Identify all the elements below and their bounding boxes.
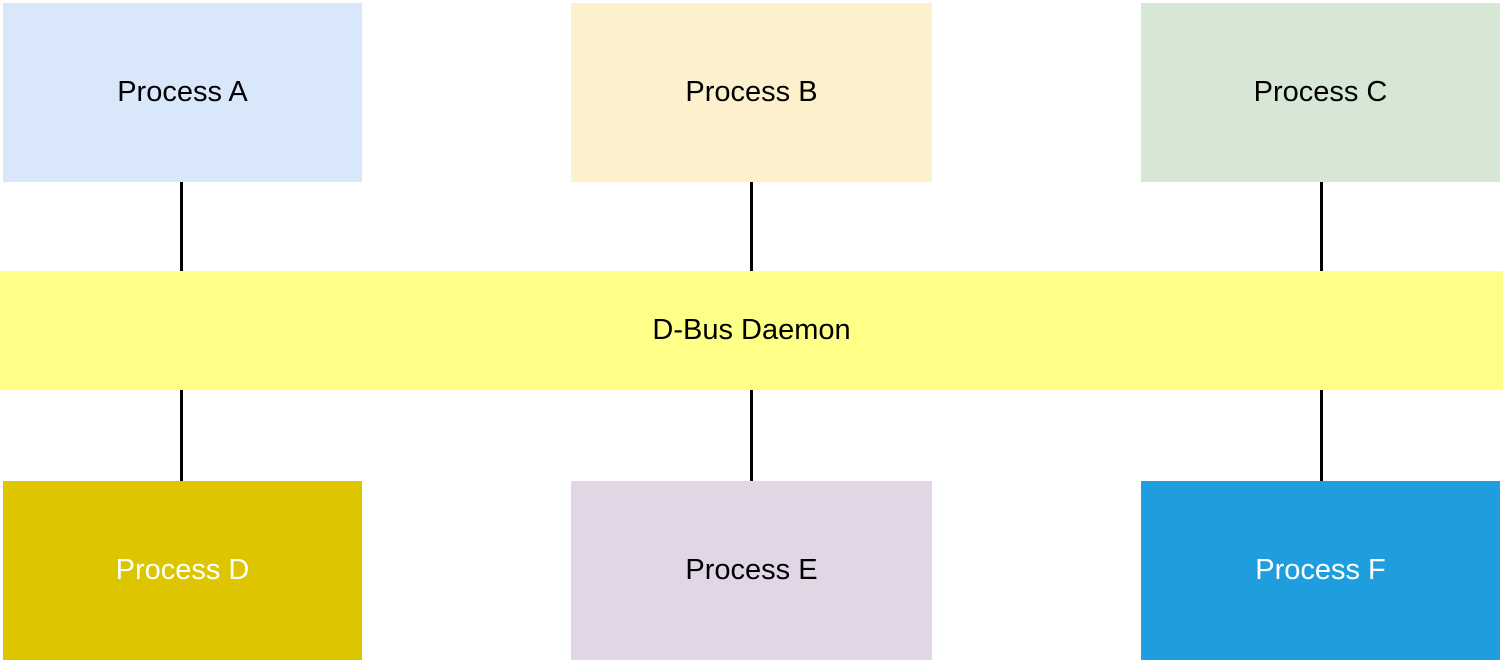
connector-process-b-daemon: [750, 182, 753, 271]
process-f-label: Process F: [1255, 554, 1386, 586]
process-b-node: Process B: [571, 3, 932, 182]
dbus-daemon-label: D-Bus Daemon: [652, 314, 851, 346]
connector-process-c-daemon: [1320, 182, 1323, 271]
process-c-label: Process C: [1253, 76, 1388, 108]
connector-daemon-process-e: [750, 390, 753, 481]
process-f-node: Process F: [1141, 481, 1500, 660]
process-e-node: Process E: [571, 481, 932, 660]
process-a-label: Process A: [117, 76, 248, 108]
process-e-label: Process E: [685, 554, 818, 586]
dbus-daemon-bar: D-Bus Daemon: [0, 271, 1503, 390]
process-d-node: Process D: [3, 481, 362, 660]
process-a-node: Process A: [3, 3, 362, 182]
connector-daemon-process-f: [1320, 390, 1323, 481]
process-d-label: Process D: [115, 554, 250, 586]
connector-process-a-daemon: [180, 182, 183, 271]
connector-daemon-process-d: [180, 390, 183, 481]
process-b-label: Process B: [685, 76, 818, 108]
process-c-node: Process C: [1141, 3, 1500, 182]
